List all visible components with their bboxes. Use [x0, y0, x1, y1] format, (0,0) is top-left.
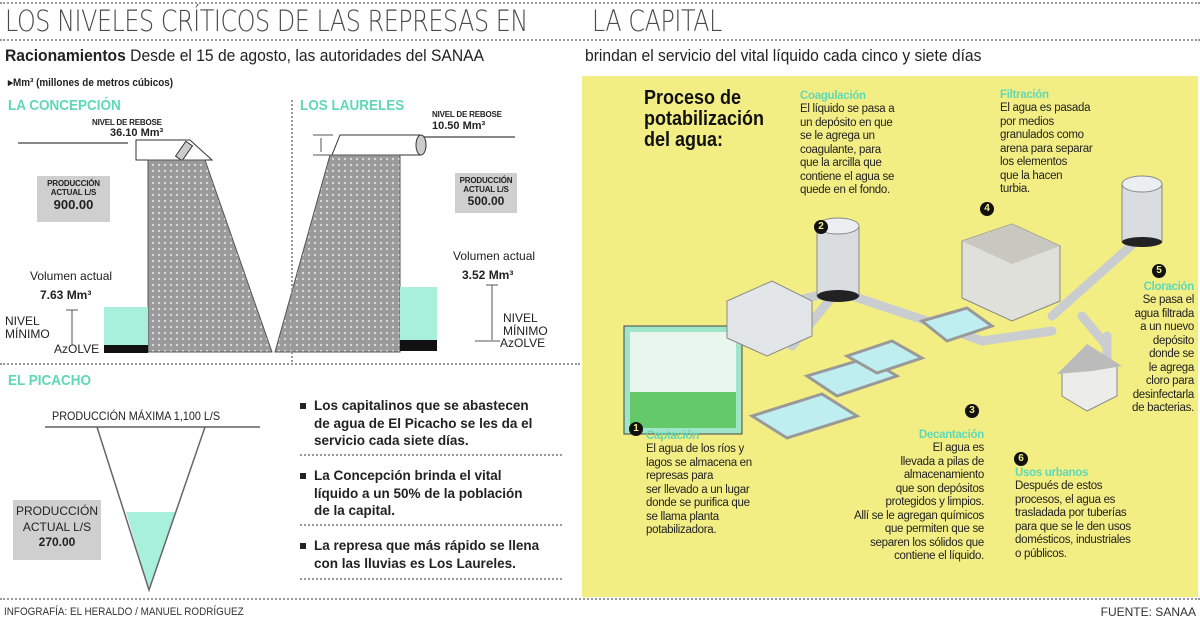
subtitle-text: Desde el 15 de agosto, las autoridades d… [125, 46, 485, 65]
laureles-volume-label: Volumen actual [453, 249, 536, 263]
bullet-item: La Concepción brinda el vital líquido a … [300, 467, 523, 520]
production-label: PRODUCCIÓN ACTUAL L/S [15, 504, 98, 534]
step-text: Después de estos procesos, el agua es tr… [1015, 480, 1131, 560]
production-label: PRODUCCIÓN ACTUAL L/S [459, 176, 513, 194]
step-number: 5 [1152, 264, 1166, 278]
dams-illustration [18, 134, 515, 593]
step-text: El líquido se pasa a un depósito en que … [800, 103, 895, 197]
credit: INFOGRAFÍA: EL HERALDO / MANUEL RODRÍGUE… [4, 606, 244, 618]
concepcion-rebose-value: 36.10 Mm³ [110, 127, 164, 139]
concepcion-azolve-label: AzOLVE [54, 342, 100, 356]
laureles-title: LOS LAURELES [300, 97, 405, 114]
production-value: 270.00 [38, 535, 76, 550]
process-title: Proceso de potabilización del agua: [644, 87, 765, 151]
step-title: Coagulación [800, 90, 866, 102]
production-label: PRODUCCIÓN ACTUAL L/S [47, 179, 100, 197]
laureles-dam [274, 154, 401, 353]
divider-horizontal [0, 363, 580, 365]
unit-note: ▸Mm³ (millones de metros cúbicos) [8, 77, 174, 89]
step-text: Se pasa el agua filtrada a un nuevo depó… [1132, 294, 1194, 415]
laureles-min-label: NIVEL MÍNIMO [503, 311, 548, 339]
production-value: 500.00 [467, 194, 505, 208]
laureles-volume-value: 3.52 Mm³ [462, 268, 514, 282]
process-panel: Proceso de potabilización del agua: 1 Ca… [582, 76, 1198, 597]
title-left: LOS NIVELES CRÍTICOS DE LAS REPRESAS EN [5, 4, 528, 38]
production-value: 900.00 [53, 197, 94, 212]
picacho-title: EL PICACHO [8, 372, 92, 389]
step-number: 1 [629, 422, 643, 436]
concepcion-water [104, 307, 148, 345]
laureles-rebose-value: 10.50 Mm³ [432, 120, 486, 132]
bullet-item: Los capitalinos que se abastecen de agua… [300, 397, 532, 450]
step-number: 3 [965, 404, 979, 418]
bullet-separator [300, 454, 562, 456]
picacho-max-label: PRODUCCIÓN MÁXIMA 1,100 L/S [52, 409, 221, 423]
divider-vertical [291, 100, 293, 362]
step-title: Decantación [918, 429, 984, 441]
concepcion-crest [135, 139, 214, 161]
step-title: Filtración [1000, 89, 1049, 101]
laureles-azolve [400, 340, 437, 351]
laureles-water [400, 287, 437, 340]
source: FUENTE: SANAA [1100, 605, 1196, 619]
concepcion-volume-label: Volumen actual [30, 269, 113, 283]
concepcion-rebose-label: NIVEL DE REBOSE [92, 118, 162, 127]
bullet-separator [300, 578, 562, 580]
laureles-rebose-label: NIVEL DE REBOSE [432, 110, 502, 119]
title-right: LA CAPITAL [592, 4, 722, 38]
subtitle-bold: Racionamientos [5, 46, 126, 65]
step-number: 2 [814, 220, 828, 234]
title-rule [0, 39, 1200, 41]
bullet-separator [300, 524, 562, 526]
laureles-azolve-label: AzOLVE [500, 336, 546, 350]
step-number: 4 [980, 202, 994, 216]
laureles-crest [331, 134, 421, 156]
top-rule [0, 2, 1200, 4]
step-title: Usos urbanos [1015, 467, 1089, 479]
subtitle-right: brindan el servicio del vital líquido ca… [585, 46, 982, 65]
footer-rule [0, 598, 1200, 600]
bullet-item: La represa que más rápido se llena con l… [300, 537, 539, 572]
step-title: Captación [646, 430, 699, 442]
concepcion-azolve [104, 345, 148, 353]
step-title: Cloración [1143, 281, 1195, 293]
picacho-water [126, 512, 176, 590]
concepcion-min-label: NIVEL MÍNIMO [5, 314, 50, 342]
subtitle-left: Racionamientos Desde el 15 de agosto, la… [5, 46, 484, 66]
concepcion-title: LA CONCEPCIÓN [8, 97, 121, 114]
step-number: 6 [1014, 452, 1028, 466]
concepcion-dam [147, 159, 273, 353]
step-text: El agua es pasada por medios granulados … [1000, 102, 1093, 196]
plant-illustration [623, 175, 1163, 440]
step-text: El agua de los ríos y lagos se almacena … [646, 443, 752, 537]
concepcion-volume-value: 7.63 Mm³ [40, 288, 92, 302]
step-text: El agua es llevada a pilas de almacenami… [854, 442, 984, 563]
picacho-v [96, 426, 206, 593]
